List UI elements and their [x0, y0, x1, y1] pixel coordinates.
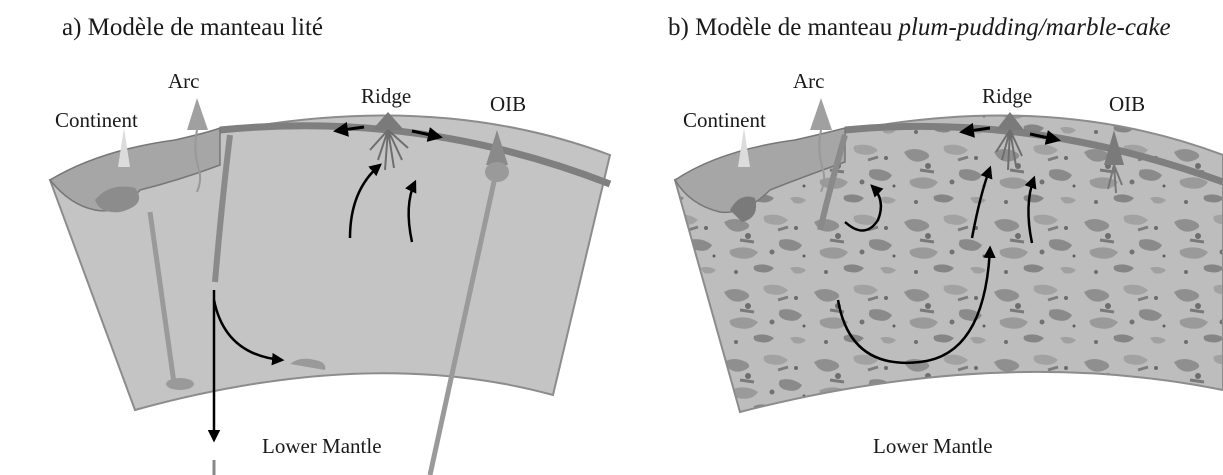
label-oib-a: OIB [490, 92, 526, 116]
upwelling-arrow-1-b [970, 165, 993, 239]
continent-volcano-b [738, 128, 750, 167]
panel-b-letter: b) [668, 14, 689, 41]
oib-roots-b [1107, 164, 1123, 194]
upwelling-arrow-2-a [405, 179, 417, 243]
arc-roots-b [818, 129, 826, 193]
arc-roots-a [194, 129, 202, 193]
panel-b-title-italic: plum-pudding/marble-cake [898, 14, 1171, 41]
label-continent-b: Continent [683, 108, 766, 132]
continent-root-b [730, 196, 757, 222]
panel-b-title: b) Modèle de manteau plum-pudding/marble… [668, 14, 1171, 42]
plume-trunk-a [147, 211, 177, 384]
continent-volcano-a [118, 128, 130, 167]
ridge-roots-a [369, 129, 409, 171]
upwelling-arrow-2-b [1024, 175, 1037, 244]
panel-a-letter: a) [62, 14, 82, 41]
upwelling-arrow-1-a [348, 163, 382, 239]
slab-arrow-curve-a [212, 299, 285, 366]
ridge-a [372, 112, 404, 130]
label-lower-mantle-b: Lower Mantle [873, 434, 993, 458]
subducting-slab-b [817, 134, 848, 231]
label-lower-mantle-a: Lower Mantle [262, 434, 382, 458]
label-ridge-a: Ridge [361, 84, 411, 108]
label-oib-b: OIB [1109, 92, 1145, 116]
slab-pool-a [290, 358, 326, 370]
ridge-arrow-right-b [1029, 130, 1061, 145]
ridge-roots-b [995, 129, 1023, 171]
arc-volcano-b [810, 98, 832, 130]
panel-a-title: a) Modèle de manteau lité [62, 14, 323, 42]
label-arc-a: Arc [168, 69, 199, 93]
label-ridge-b: Ridge [982, 84, 1032, 108]
oib-plume-a [427, 167, 500, 475]
pool-left-a [166, 378, 194, 390]
ridge-b [996, 112, 1024, 130]
continent-b [673, 127, 846, 214]
ridge-arrow-left-a [333, 121, 365, 137]
continent-root-a [95, 186, 140, 213]
big-loop-arrow-b [836, 245, 996, 365]
small-loop-arrow-b [844, 184, 884, 232]
arc-volcano-a [187, 98, 208, 130]
oib-head-a [485, 162, 509, 182]
ridge-arrow-left-b [959, 122, 991, 138]
panel-a-diagram: Continent Arc Ridge OIB Lower Mantle [48, 69, 612, 475]
oib-volcano-b [1104, 130, 1124, 165]
label-continent-a: Continent [55, 108, 138, 132]
label-arc-b: Arc [793, 69, 824, 93]
panel-a-title-text: Modèle de manteau lité [87, 14, 323, 41]
oib-volcano-a [486, 130, 508, 165]
ridge-arrow-right-a [411, 127, 443, 142]
panel-b-title-prefix: Modèle de manteau [695, 14, 893, 41]
subducting-slab-a [212, 134, 233, 283]
panel-b-diagram: Continent Arc Ridge OIB Lower Mantle [673, 69, 1223, 458]
